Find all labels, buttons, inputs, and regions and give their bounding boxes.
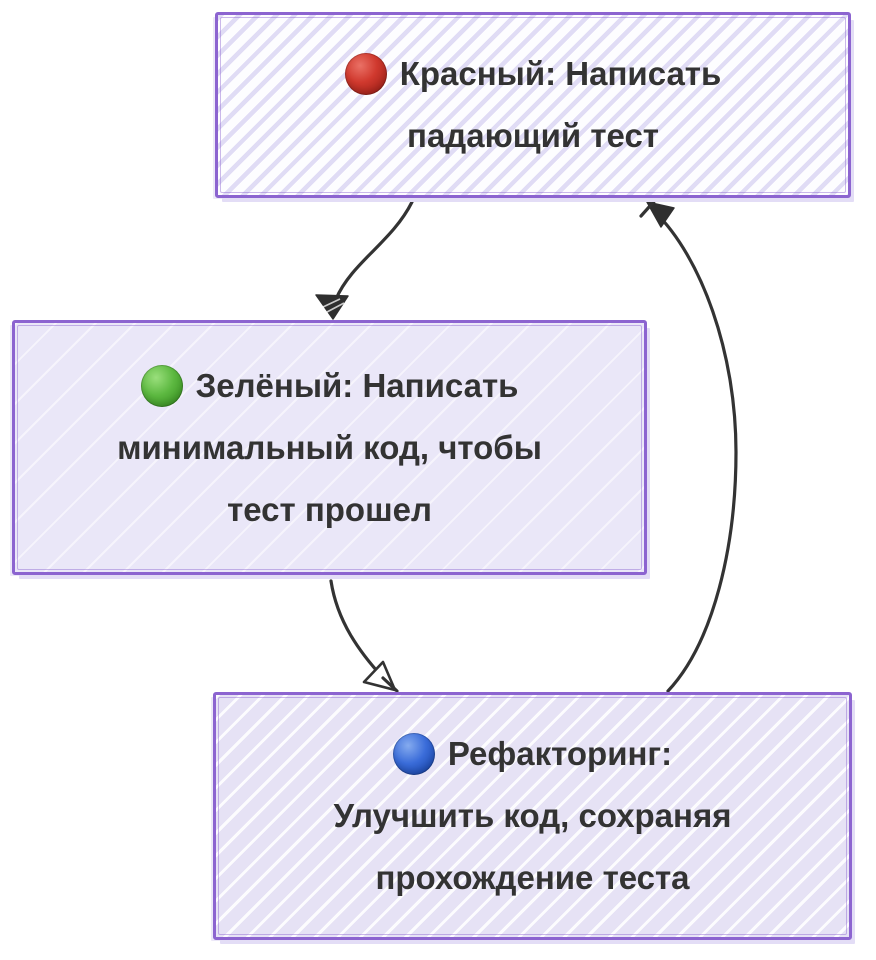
edge-red-to-green-line bbox=[334, 200, 414, 301]
edge-refactor-to-red-arrowhead-tick bbox=[639, 195, 660, 218]
edge-green-to-refactor-arrowhead-tick bbox=[381, 676, 399, 693]
node-refactor-step-text-1: Рефакторинг: bbox=[447, 735, 673, 772]
node-green-step: Зелёный: Написать минимальный код, чтобы… bbox=[12, 320, 647, 575]
node-green-step-line-1: Зелёный: Написать bbox=[140, 355, 519, 417]
edge-green-to-refactor bbox=[329, 579, 399, 693]
node-refactor-step-line-2: Улучшить код, сохраняя bbox=[334, 785, 732, 847]
blue-circle-icon bbox=[392, 733, 435, 775]
node-refactor-step-text-2: Улучшить код, сохраняя bbox=[333, 797, 732, 834]
red-circle-icon bbox=[344, 53, 387, 95]
edge-refactor-to-red-arrowhead bbox=[646, 201, 675, 228]
node-green-step-text-2: минимальный код, чтобы bbox=[117, 428, 542, 466]
edge-red-to-green-arrowhead bbox=[315, 294, 349, 320]
green-circle-icon bbox=[140, 364, 183, 407]
node-refactor-step-line-3: прохождение теста bbox=[375, 847, 689, 909]
node-refactor-step-text-3: прохождение теста bbox=[375, 859, 690, 896]
node-green-step-text-3: тест прошел bbox=[227, 490, 432, 528]
edge-green-to-refactor-line bbox=[329, 579, 391, 686]
node-refactor-step: Рефакторинг: Улучшить код, сохраняя прох… bbox=[213, 692, 852, 940]
edge-refactor-to-red bbox=[639, 195, 738, 693]
edge-green-to-refactor-arrowhead bbox=[362, 660, 397, 692]
node-refactor-step-line-1: Рефакторинг: bbox=[392, 723, 673, 785]
edge-red-to-green-arrowhead-hatch bbox=[322, 298, 345, 313]
node-green-step-text-1: Зелёный: Написать bbox=[195, 366, 519, 404]
edge-red-to-green bbox=[315, 200, 414, 320]
node-red-step-line-2: падающий тест bbox=[407, 105, 659, 167]
node-green-step-line-2: минимальный код, чтобы bbox=[117, 417, 542, 479]
node-red-step: Красный: Написать падающий тест bbox=[215, 12, 851, 198]
node-red-step-text-2: падающий тест bbox=[407, 117, 659, 154]
edge-refactor-to-red-line bbox=[653, 210, 738, 693]
node-red-step-line-1: Красный: Написать bbox=[344, 43, 722, 105]
node-green-step-line-3: тест прошел bbox=[227, 479, 432, 541]
node-red-step-text-1: Красный: Написать bbox=[399, 55, 722, 92]
